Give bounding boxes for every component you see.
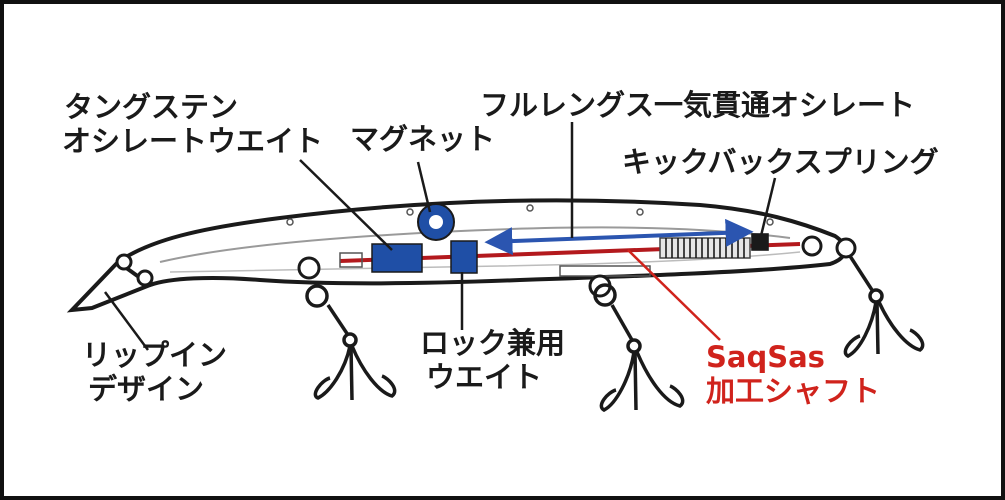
shaft-label-line2: 加工シャフト [706, 374, 881, 408]
fulllength-arrow [484, 218, 754, 256]
shaft-label-line1: SaqSas [706, 340, 825, 374]
lock-weight [450, 240, 478, 274]
fulllength-label: フルレングス一気貫通オシレート [480, 88, 916, 122]
front-belly-eye [297, 256, 321, 280]
lock-label-line1: ロック兼用 [420, 326, 566, 360]
tungsten-weight [371, 243, 423, 273]
magnet [417, 203, 455, 241]
rear-hook [843, 255, 925, 358]
leader-lines [103, 122, 777, 351]
lock-label-line2: ウエイト [426, 360, 543, 394]
tungsten-label-line1: タングステン [64, 90, 239, 124]
magnet-label: マグネット [350, 122, 496, 156]
lip-label-line1: リップイン [82, 338, 228, 372]
middle-hook [593, 283, 685, 412]
shaft-leader-line [627, 249, 721, 341]
lip-label-line2: デザイン [88, 372, 205, 406]
front-hook [305, 284, 397, 401]
tail-eye [801, 235, 857, 259]
lip [66, 253, 155, 313]
kickback-label: キックバックスプリング [622, 145, 939, 179]
tungsten-label-line2: オシレートウエイト [62, 124, 324, 158]
